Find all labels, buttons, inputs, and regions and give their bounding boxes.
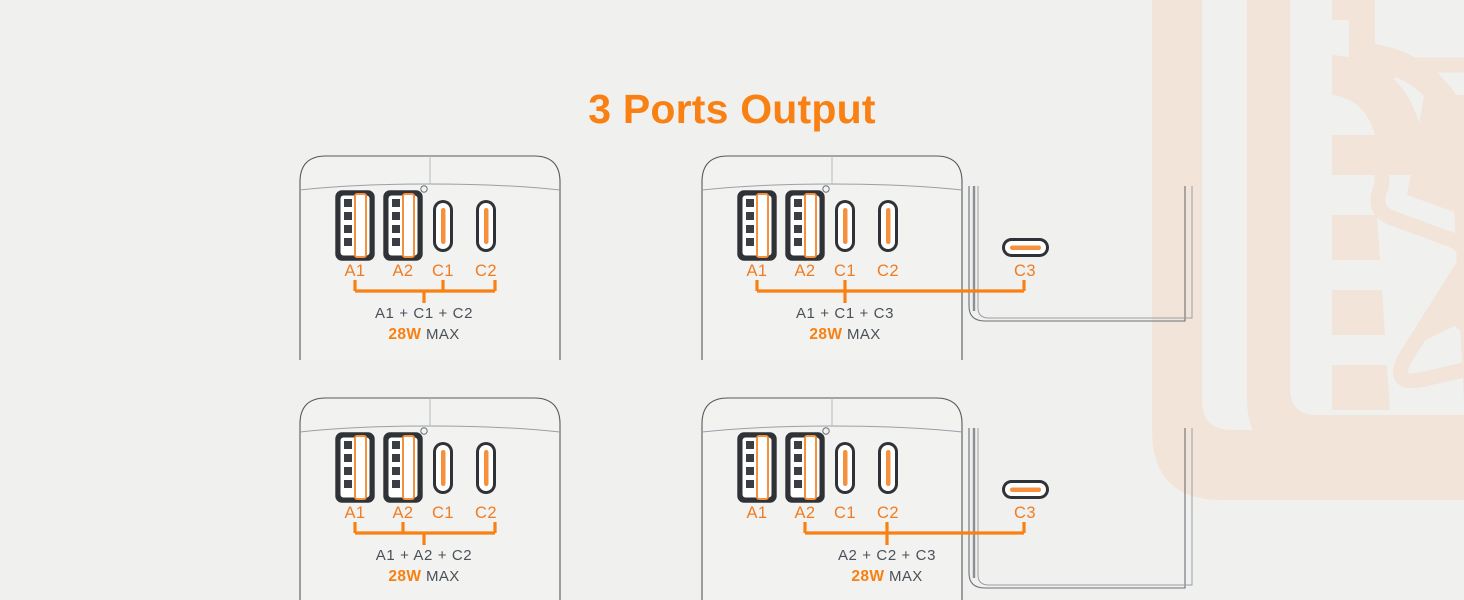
- port-label-C1: C1: [432, 262, 454, 280]
- usb-c-port-C2: [476, 442, 496, 494]
- usb-c-port-C3: [1002, 238, 1049, 257]
- port-label-A1: A1: [746, 504, 768, 522]
- port-label-C1: C1: [834, 504, 856, 522]
- watts-value: 28W: [388, 568, 422, 585]
- usb-a-port-A2: [383, 432, 423, 503]
- port-label-A2: A2: [392, 504, 414, 522]
- port-label-C2: C2: [877, 262, 899, 280]
- port-label-A1: A1: [344, 504, 366, 522]
- combo-text: A1 + C1 + C3: [795, 305, 895, 322]
- device-side-panel: [968, 428, 1193, 589]
- bracket-top-left: [353, 280, 497, 303]
- diagram-bottom-left: A1 A2 C1 C2 A1 + A2 + C2 28W MAX: [295, 388, 565, 600]
- port-label-C3: C3: [1014, 262, 1036, 280]
- port-label-A2: A2: [392, 262, 414, 280]
- bracket-bottom-left: [353, 522, 497, 545]
- usb-a-port-A1: [737, 190, 777, 261]
- bracket-top-right: [755, 280, 1026, 303]
- combo-text: A2 + C2 + C3: [837, 547, 937, 564]
- usb-c-port-C3: [1002, 480, 1049, 499]
- port-label-A1: A1: [344, 262, 366, 280]
- usb-a-port-A2: [785, 190, 825, 261]
- port-label-A2: A2: [794, 262, 816, 280]
- usb-c-port-C1: [835, 442, 855, 494]
- usb-c-port-C1: [433, 442, 453, 494]
- diagram-top-right: A1 A2 C1 C2 C3 A1 + C1 + C3 28W MAX: [697, 146, 1197, 361]
- port-label-C2: C2: [877, 504, 899, 522]
- usb-a-port-A1: [737, 432, 777, 503]
- usb-c-port-C1: [835, 200, 855, 252]
- max-label: MAX: [846, 326, 881, 343]
- port-label-C3: C3: [1014, 504, 1036, 522]
- usb-c-port-C2: [878, 442, 898, 494]
- max-label: MAX: [425, 568, 460, 585]
- diagram-top-left: A1 A2 C1 C2 A1 + C1 + C2 28W MAX: [295, 146, 565, 361]
- port-label-C1: C1: [432, 504, 454, 522]
- port-label-C1: C1: [834, 262, 856, 280]
- max-label: MAX: [888, 568, 923, 585]
- usb-c-port-C1: [433, 200, 453, 252]
- usb-a-port-A1: [335, 190, 375, 261]
- max-power-text: 28W MAX: [807, 568, 967, 586]
- watts-value: 28W: [388, 326, 422, 343]
- combo-text: A1 + C1 + C2: [374, 305, 474, 322]
- watts-value: 28W: [809, 326, 843, 343]
- port-label-C2: C2: [475, 262, 497, 280]
- bracket-bottom-right: [803, 522, 1026, 545]
- max-power-text: 28W MAX: [765, 326, 925, 344]
- device-side-panel: [968, 186, 1193, 322]
- max-power-text: 28W MAX: [344, 568, 504, 586]
- usb-a-port-A2: [383, 190, 423, 261]
- watts-value: 28W: [851, 568, 885, 585]
- port-label-A1: A1: [746, 262, 768, 280]
- usb-c-port-C2: [878, 200, 898, 252]
- diagram-bottom-right: A1 A2 C1 C2 C3 A2 + C2 + C3 28W MAX: [697, 388, 1197, 600]
- usb-c-port-C2: [476, 200, 496, 252]
- usb-a-port-A1: [335, 432, 375, 503]
- port-label-C2: C2: [475, 504, 497, 522]
- page-title: 3 Ports Output: [588, 86, 876, 132]
- max-power-text: 28W MAX: [344, 326, 504, 344]
- port-label-A2: A2: [794, 504, 816, 522]
- combo-text: A1 + A2 + C2: [375, 547, 473, 564]
- max-label: MAX: [425, 326, 460, 343]
- usb-a-port-A2: [785, 432, 825, 503]
